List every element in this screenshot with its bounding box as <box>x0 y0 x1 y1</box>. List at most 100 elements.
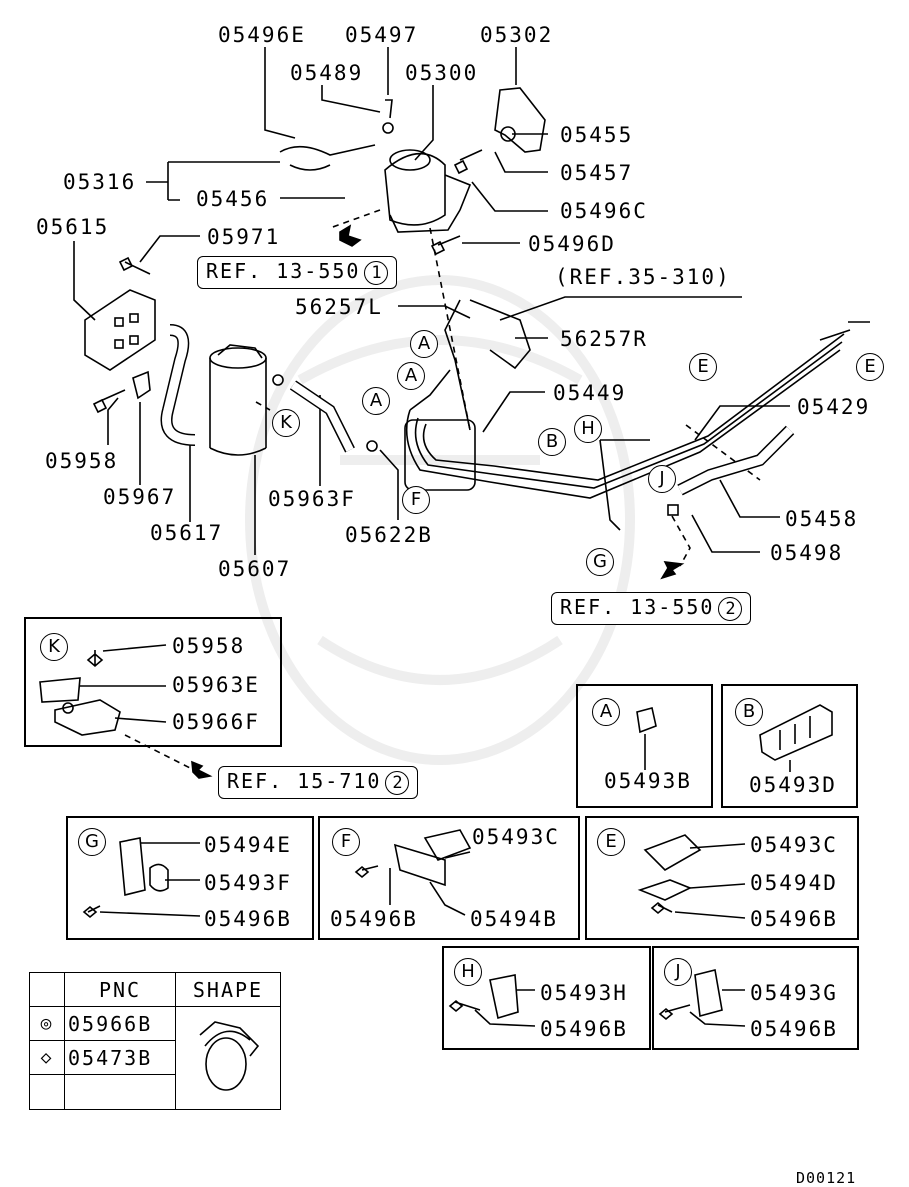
part-label: 05496B <box>750 907 838 931</box>
shape-header: SHAPE <box>175 972 281 1007</box>
purge-valve-drawing <box>279 99 472 233</box>
hose-05617-drawing <box>160 324 196 446</box>
callout-a-3[interactable]: A <box>362 387 390 415</box>
part-label: 05496B <box>750 1017 838 1041</box>
detail-a-drawing <box>636 707 657 734</box>
detail-tag: G <box>78 828 106 856</box>
detail-tag: E <box>597 828 625 856</box>
ref-text: REF. 15-710 <box>227 769 382 793</box>
symbol-diamond-icon: ◇ <box>29 1040 65 1075</box>
hose-05458-drawing <box>667 425 795 516</box>
ref-35-310: (REF.35-310) <box>555 265 731 289</box>
clamp-shape-cell <box>175 1006 281 1110</box>
label-05971: 05971 <box>207 225 281 249</box>
callout-e-1[interactable]: E <box>689 353 717 381</box>
part-label: 05494E <box>204 833 292 857</box>
callout-f[interactable]: F <box>402 486 430 514</box>
leader-lines <box>73 47 790 555</box>
part-label: 05494D <box>750 871 838 895</box>
label-05496E: 05496E <box>218 23 306 47</box>
empty-cell <box>29 1074 65 1110</box>
label-05607: 05607 <box>218 557 292 581</box>
callout-h[interactable]: H <box>574 415 602 443</box>
detail-tag: F <box>332 828 360 856</box>
part-label: 05493D <box>749 773 837 797</box>
detail-tag: B <box>735 698 763 726</box>
detail-box-k: K 05958 05963E 05966F <box>24 617 282 747</box>
detail-tag: K <box>40 633 68 661</box>
part-label: 05496B <box>540 1017 628 1041</box>
part-label: 05496B <box>204 907 292 931</box>
pnc-table-corner <box>29 972 65 1007</box>
label-05617: 05617 <box>150 521 224 545</box>
pnc-value: 05966B <box>64 1006 176 1041</box>
label-05497: 05497 <box>345 23 419 47</box>
label-05615: 05615 <box>36 215 110 239</box>
callout-a-2[interactable]: A <box>397 362 425 390</box>
label-56257R: 56257R <box>560 327 648 351</box>
callout-e-2[interactable]: E <box>856 353 884 381</box>
label-05449: 05449 <box>553 381 627 405</box>
detail-tag: H <box>454 958 482 986</box>
fuel-lines-drawing <box>404 299 870 531</box>
detail-box-a: A 05493B <box>576 684 713 808</box>
detail-b-drawing <box>759 704 833 761</box>
detail-box-h: H 05493H 05496B <box>442 946 651 1050</box>
part-label: 05493B <box>604 769 692 793</box>
detail-box-f: F 05493C 05496B 05494B <box>318 816 580 940</box>
dashed-guides <box>124 209 761 769</box>
pnc-value: 05473B <box>64 1040 176 1075</box>
part-label: 05958 <box>172 634 246 658</box>
callout-k[interactable]: K <box>272 409 300 437</box>
part-label: 05496B <box>330 907 418 931</box>
callout-j[interactable]: J <box>648 465 676 493</box>
detail-tag: J <box>664 958 692 986</box>
bracket-05302-drawing <box>494 87 546 153</box>
ref-number: 2 <box>718 597 743 621</box>
label-56257L: 56257L <box>295 295 383 319</box>
bolt-drawings <box>92 149 483 414</box>
footer-code: D00121 <box>796 1169 857 1187</box>
ref-text: REF. 13-550 <box>560 595 715 619</box>
part-label: 05493F <box>204 871 292 895</box>
pnc-table: PNC SHAPE ◎ 05966B ◇ 05473B <box>29 972 281 1110</box>
ref-arrows <box>191 224 685 779</box>
callout-g[interactable]: G <box>586 548 614 576</box>
clip-05967-drawing <box>132 370 151 400</box>
label-05496C: 05496C <box>560 199 648 223</box>
ref-text: REF. 13-550 <box>206 259 361 283</box>
label-05489: 05489 <box>290 61 364 85</box>
label-05622B: 05622B <box>345 523 433 547</box>
canister-05607-drawing <box>209 344 267 456</box>
detail-tag: A <box>592 698 620 726</box>
label-05498: 05498 <box>770 541 844 565</box>
symbol-double-circle-icon: ◎ <box>29 1006 65 1041</box>
ref-number: 2 <box>385 771 410 795</box>
detail-box-b: B 05493D <box>721 684 858 808</box>
label-05302: 05302 <box>480 23 554 47</box>
part-label: 05493C <box>750 833 838 857</box>
part-label: 05966F <box>172 710 260 734</box>
label-05429: 05429 <box>797 395 871 419</box>
label-05958: 05958 <box>45 449 119 473</box>
part-label: 05963E <box>172 673 260 697</box>
part-label: 05494B <box>470 907 558 931</box>
label-05316: 05316 <box>63 170 137 194</box>
label-05967: 05967 <box>103 485 177 509</box>
detail-box-e: E 05493C 05494D 05496B <box>585 816 859 940</box>
callout-a-1[interactable]: A <box>410 330 438 358</box>
part-label: 05493C <box>472 825 560 849</box>
pnc-header: PNC <box>64 972 176 1007</box>
label-05458: 05458 <box>785 507 859 531</box>
label-05457: 05457 <box>560 161 634 185</box>
detail-box-j: J 05493G 05496B <box>652 946 859 1050</box>
label-05300: 05300 <box>405 61 479 85</box>
part-label: 05493G <box>750 981 838 1005</box>
callout-b[interactable]: B <box>538 428 566 456</box>
label-05455: 05455 <box>560 123 634 147</box>
detail-box-g: G 05494E 05493F 05496B <box>66 816 314 940</box>
